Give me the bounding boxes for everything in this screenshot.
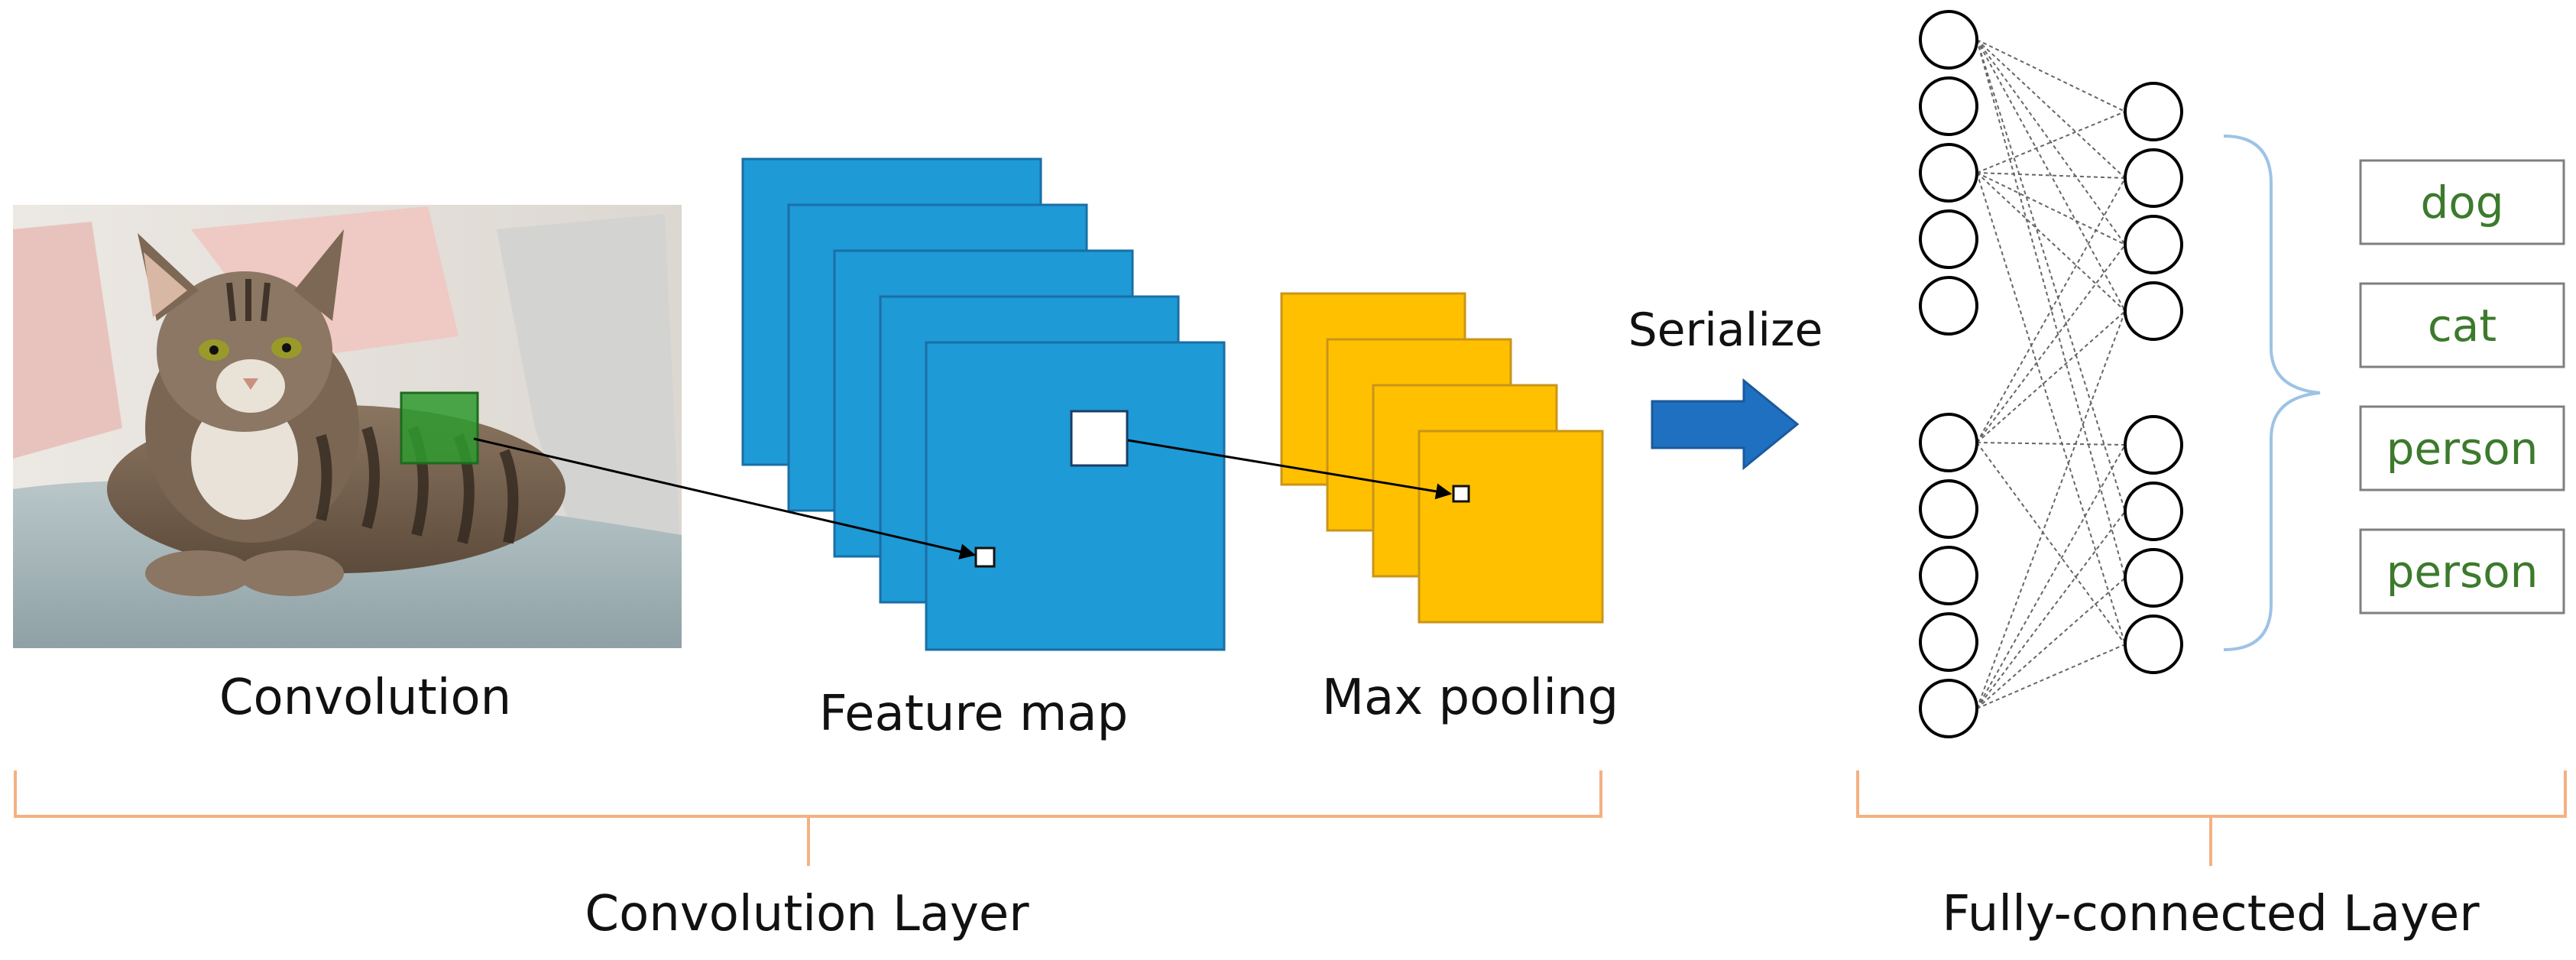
hidden-neuron-2 [2124,215,2183,274]
hidden-neuron-5 [2124,482,2183,541]
class-label-0: dog [2420,177,2503,229]
input-neuron-3 [1919,209,1978,269]
fully-connected-layer-label: Fully-connected Layer [1942,886,2480,942]
fc-connections [1976,39,2126,709]
hidden-neuron-6 [2124,548,2183,608]
fc-connection [1976,111,2126,174]
serialize-label: Serialize [1628,303,1823,357]
fc-connection [1976,172,2126,645]
fully-connected-bracket [1856,770,2567,866]
input-neuron-5 [1919,413,1978,472]
serialize-arrow [1651,378,1800,471]
feature-map-stack [741,157,1226,651]
fc-input-layer [1919,10,1978,738]
kernel-to-feature-arrow [473,437,977,559]
input-neuron-1 [1919,76,1978,136]
fc-connection [1976,39,2126,579]
fc-connection [1976,177,2126,443]
hidden-neuron-0 [2124,82,2183,141]
fc-connection [1976,577,2126,709]
max-pooling-label: Max pooling [1322,670,1619,726]
fc-connection [1976,244,2126,443]
class-box-2: person [2359,405,2565,491]
input-neuron-0 [1919,10,1978,70]
input-neuron-7 [1919,546,1978,605]
input-neuron-2 [1919,143,1978,203]
feature-map-window [1070,410,1129,467]
class-label-3: person [2386,546,2539,598]
fc-connection [1976,511,2126,709]
hidden-neuron-4 [2124,415,2183,475]
pooled-cell [1452,485,1470,503]
feature-map-cell [974,546,996,568]
fc-connection [1976,172,2126,312]
pool-map-3 [1418,430,1604,624]
hidden-neuron-1 [2124,148,2183,208]
fc-hidden-layer [2124,82,2183,674]
fc-connection [1976,644,2126,709]
class-box-1: cat [2359,282,2565,368]
fc-connection [1976,444,2126,709]
output-curly-brace [2223,135,2321,651]
feature-map-label: Feature map [819,686,1128,742]
convolution-label: Convolution [219,670,511,726]
input-neuron-9 [1919,679,1978,738]
input-neuron-6 [1919,479,1978,539]
input-neuron-4 [1919,276,1978,336]
max-pooling-stack [1280,292,1604,624]
class-box-0: dog [2359,159,2565,245]
fc-connection [1976,172,2126,245]
fc-connection [1976,39,2126,245]
hidden-neuron-3 [2124,281,2183,341]
class-box-3: person [2359,528,2565,615]
convolution-kernel [400,391,479,465]
fc-connection [1976,39,2126,112]
feature-map-4 [925,341,1226,651]
fc-connection [1976,310,2126,709]
window-to-pool-arrow [1127,439,1453,500]
fc-connection [1976,442,2126,645]
convolution-layer-label: Convolution Layer [585,886,1029,942]
hidden-neuron-7 [2124,615,2183,674]
fc-connection [1976,310,2126,443]
class-label-2: person [2386,423,2539,475]
class-label-1: cat [2428,300,2497,352]
cat-photo [13,205,682,648]
fc-connection [1976,39,2126,312]
input-neuron-8 [1919,612,1978,672]
convolution-layer-bracket [14,770,1602,866]
fc-connection [1976,39,2126,179]
